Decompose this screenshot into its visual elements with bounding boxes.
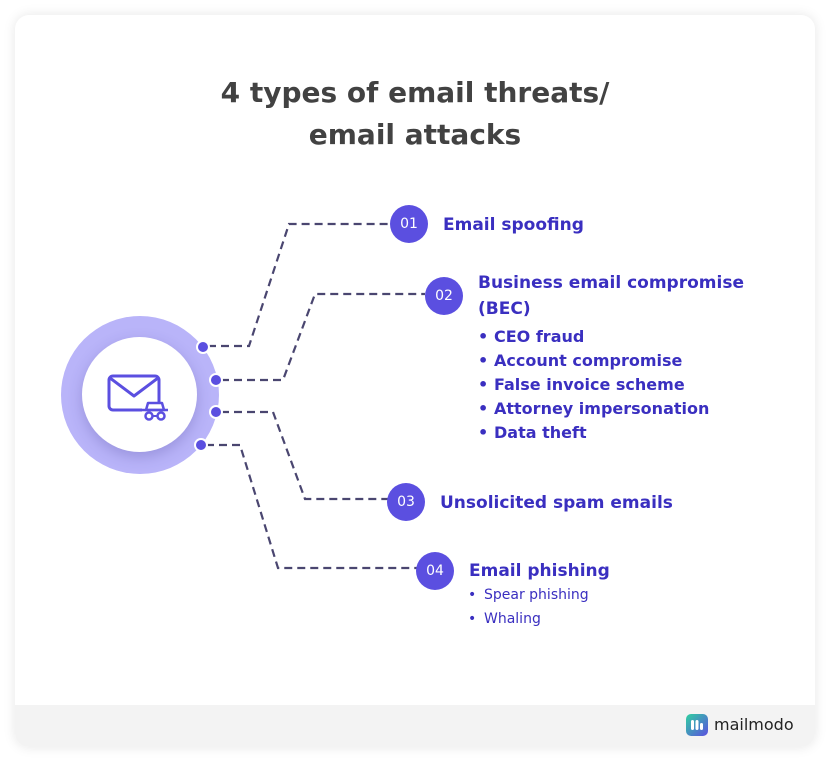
connector-04 <box>206 443 418 570</box>
item-02-label-cont: (BEC) <box>478 299 531 319</box>
title-line-1: 4 types of email threats/ <box>220 76 610 109</box>
list-item: Attorney impersonation <box>478 397 709 421</box>
email-spy-icon <box>107 374 168 421</box>
brand-name: mailmodo <box>714 715 794 734</box>
connector-02 <box>221 292 425 382</box>
item-04-label: Email phishing <box>469 561 610 581</box>
mailmodo-logo-icon <box>686 714 708 736</box>
list-item: Spear phishing <box>468 583 589 607</box>
list-item: CEO fraud <box>478 325 709 349</box>
item-03-label: Unsolicited spam emails <box>440 493 673 513</box>
badge-02: 02 <box>425 277 463 315</box>
list-item: False invoice scheme <box>478 373 709 397</box>
item-01-label: Email spoofing <box>443 215 584 235</box>
list-item: Account compromise <box>478 349 709 373</box>
hub-port-04 <box>194 438 208 452</box>
hub-port-02 <box>209 373 223 387</box>
item-02-label: Business email compromise <box>478 273 744 293</box>
hub-port-03 <box>209 405 223 419</box>
list-item: Data theft <box>478 421 709 445</box>
badge-01: 01 <box>390 205 428 243</box>
title-line-2: email attacks <box>308 118 522 151</box>
badge-03: 03 <box>387 483 425 521</box>
badge-04: 04 <box>416 552 454 590</box>
connector-03 <box>221 410 392 501</box>
page-title: 4 types of email threats/ email attacks <box>0 72 830 156</box>
item-04-subitems: Spear phishing Whaling <box>468 583 589 631</box>
hub-circle <box>82 337 197 452</box>
item-02-subitems: CEO fraud Account compromise False invoi… <box>478 325 709 445</box>
footer-bar <box>15 705 815 747</box>
connector-01 <box>208 222 395 348</box>
hub-port-01 <box>196 340 210 354</box>
brand: mailmodo <box>686 713 794 737</box>
list-item: Whaling <box>468 607 589 631</box>
